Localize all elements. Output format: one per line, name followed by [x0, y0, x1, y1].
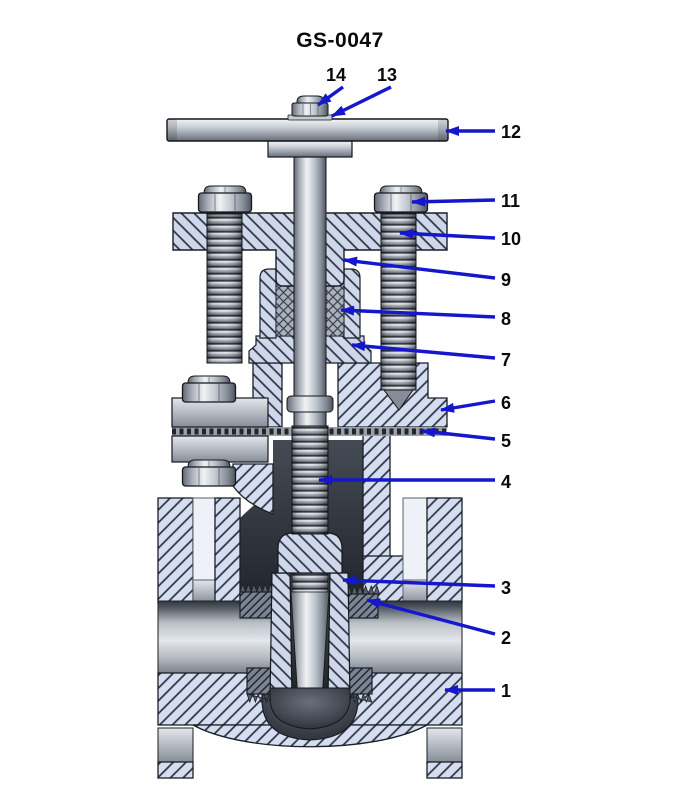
pipe-flange-left-inner	[214, 497, 241, 604]
wedge-gate	[269, 532, 351, 730]
callout-arrow	[440, 399, 496, 413]
callout-arrow	[343, 256, 496, 280]
callout-number: 13	[377, 65, 397, 85]
callout-number: 14	[326, 65, 346, 85]
foot-right-bolt	[426, 727, 463, 763]
callout-3: 3	[342, 575, 511, 598]
callout-number: 4	[501, 472, 511, 492]
callout-arrow	[351, 341, 496, 360]
stem-thread-shading	[292, 571, 328, 595]
callout-number: 1	[501, 681, 511, 701]
body-neck-right	[362, 434, 391, 560]
callout-12: 12	[445, 122, 521, 142]
stem-shaft	[293, 149, 327, 401]
stud-bolt-shading	[207, 214, 242, 363]
callout-number: 2	[501, 628, 511, 648]
callout-1: 1	[444, 681, 511, 701]
callout-10: 10	[399, 228, 521, 249]
callout-13: 13	[331, 65, 397, 118]
body-flange-plate	[171, 435, 269, 463]
callout-arrow	[411, 196, 496, 207]
callout-arrow	[342, 575, 496, 588]
packing-housing-right	[343, 268, 361, 339]
wedge-wall-left	[269, 572, 293, 701]
handwheel-assembly	[166, 95, 449, 158]
flange-bolt-nut	[181, 459, 237, 487]
callout-arrow	[331, 85, 392, 118]
pipe-flange-right-outer	[426, 497, 463, 604]
callout-arrow	[317, 85, 344, 107]
foot-left-pad	[157, 761, 194, 779]
seat-teeth	[345, 584, 381, 596]
seat-ring	[345, 593, 379, 619]
callout-number: 5	[501, 431, 511, 451]
callout-9: 9	[343, 256, 511, 290]
gland-nut	[197, 185, 253, 213]
callout-arrow	[340, 305, 496, 319]
wedge-bottom	[269, 687, 351, 730]
callout-number: 11	[501, 191, 520, 211]
callout-number: 12	[501, 122, 521, 142]
valve-drawing	[157, 95, 463, 779]
callout-5: 5	[421, 427, 511, 451]
wedge-wall-right	[327, 572, 351, 701]
flange-bolt-nut	[181, 375, 237, 403]
packing-assembly	[259, 268, 361, 339]
handwheel-end-shade	[167, 119, 177, 141]
stud-bolt-shading	[381, 214, 416, 390]
bonnet-flange-plate	[171, 397, 269, 428]
callout-arrow	[421, 427, 496, 441]
callout-2: 2	[366, 598, 511, 648]
stem	[286, 149, 334, 535]
callout-number: 8	[501, 309, 511, 329]
callout-6: 6	[440, 393, 511, 413]
gland-bolting	[197, 185, 429, 411]
packing-housing-left	[259, 268, 277, 339]
callout-14: 14	[317, 65, 346, 107]
gland-nut	[373, 185, 429, 213]
callouts: 14 13 12 11 10 9 8 7	[317, 65, 521, 701]
callout-11: 11	[411, 191, 520, 211]
seat-teeth	[239, 582, 275, 594]
callout-4: 4	[318, 472, 511, 492]
page-title: GS-0047	[296, 29, 384, 52]
handwheel-hub	[267, 140, 353, 158]
callout-arrow	[399, 228, 496, 240]
bonnet-flange-bolting	[171, 375, 269, 487]
callout-number: 7	[501, 350, 511, 370]
callout-7: 7	[351, 341, 511, 370]
wedge-stem-boss	[277, 532, 343, 574]
pipe-flange-left-outer	[157, 497, 194, 604]
stem-tip-cone	[290, 591, 330, 701]
callout-number: 6	[501, 393, 511, 413]
body-neck-left	[232, 463, 274, 515]
foot-right-pad	[426, 761, 463, 779]
callout-number: 9	[501, 270, 511, 290]
foot-left-bolt	[157, 727, 194, 763]
stud-bolt-tip	[383, 389, 414, 411]
stem-collar	[286, 395, 334, 413]
pipe-flange-left-bolt	[192, 579, 216, 604]
callout-number: 10	[501, 229, 521, 249]
callout-8: 8	[340, 305, 511, 329]
bonnet	[252, 362, 448, 428]
handwheel-end-shade	[438, 119, 448, 141]
handwheel	[166, 118, 449, 142]
callout-number: 3	[501, 578, 511, 598]
seat-ring	[239, 591, 275, 619]
callout-arrow	[366, 598, 496, 636]
